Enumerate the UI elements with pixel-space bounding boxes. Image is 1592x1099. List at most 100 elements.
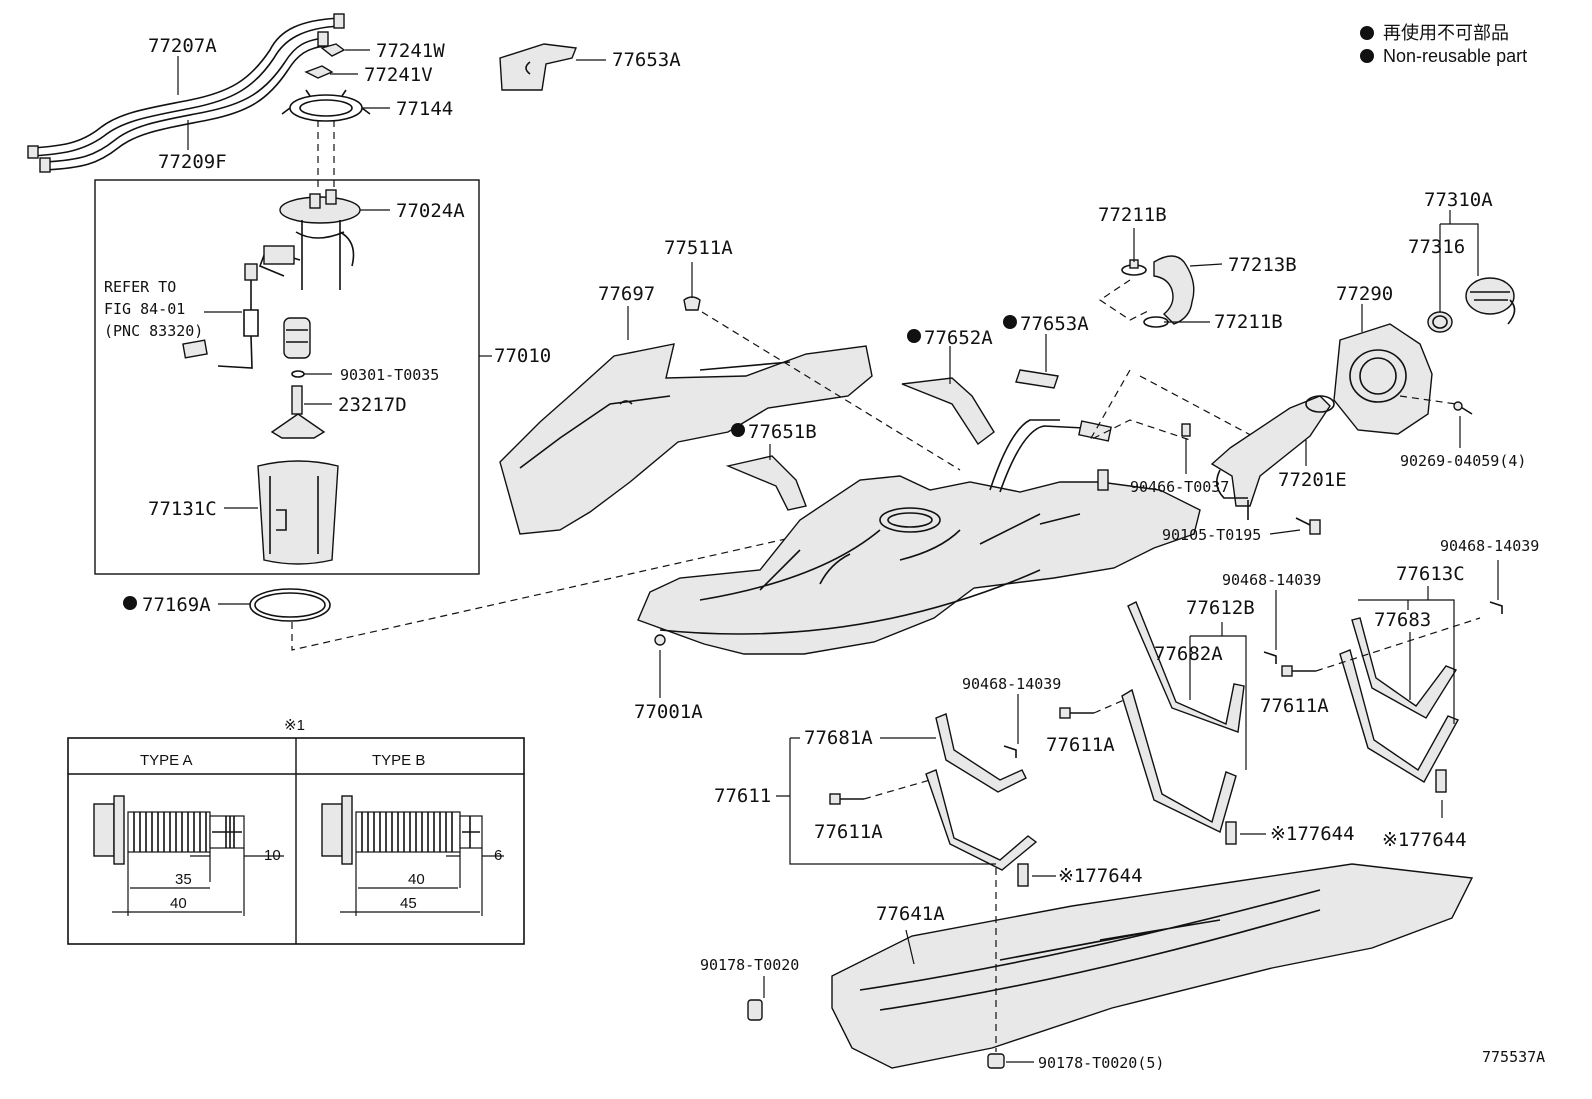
o-ring-90301-T0035[interactable] xyxy=(291,370,305,378)
label-77651B: 77651B xyxy=(748,421,817,443)
type-b-title: TYPE B xyxy=(372,752,425,769)
strap-77681A[interactable] xyxy=(925,713,1038,871)
filter[interactable] xyxy=(283,317,311,359)
legend-jp: 再使用不可部品 xyxy=(1383,23,1509,43)
filler-line xyxy=(1088,369,1261,442)
label-77211B-upper: 77211B xyxy=(1098,204,1167,226)
label-90468-14039-a: 90468-14039 xyxy=(962,675,1061,693)
bolt-77611A-a[interactable] xyxy=(829,793,864,805)
fuel-pump-23217D[interactable] xyxy=(270,385,326,439)
skid-plate-77641A[interactable] xyxy=(831,863,1474,1069)
drawing-code: 775537A xyxy=(1482,1048,1545,1066)
label-refer-3: (PNC 83320) xyxy=(104,322,203,340)
label-77682A: 77682A xyxy=(1154,643,1223,665)
pump-module-77024A[interactable] xyxy=(258,189,361,290)
fuel-tube-77207A[interactable] xyxy=(27,13,345,159)
label-refer-1: REFER TO xyxy=(104,278,176,296)
label-90468-14039-c: 90468-14039 xyxy=(1440,537,1539,555)
type-b-dim-6: 6 xyxy=(494,847,502,864)
clip-77241W[interactable] xyxy=(320,43,346,57)
non-reusable-dot-icon xyxy=(1360,26,1374,40)
bolt-77644-c[interactable] xyxy=(1435,769,1447,793)
label-77024A: 77024A xyxy=(396,200,465,222)
label-90269-04059: 90269-04059(4) xyxy=(1400,452,1526,470)
label-77310A: 77310A xyxy=(1424,189,1493,211)
type-a-bolt xyxy=(93,795,284,916)
fuel-sender-ref[interactable] xyxy=(182,263,259,369)
legend-en: Non-reusable part xyxy=(1383,46,1527,66)
label-77611A-b: 77611A xyxy=(1046,734,1115,756)
label-77211B-lower: 77211B xyxy=(1214,311,1283,333)
gasket-77316[interactable] xyxy=(1427,311,1453,333)
bolt-77611A-b[interactable] xyxy=(1059,707,1094,719)
label-77611A-c: 77611A xyxy=(1260,695,1329,717)
pump-bracket-77653A[interactable] xyxy=(499,43,577,91)
heat-protector-77697[interactable] xyxy=(499,343,873,535)
screw-90269-04059[interactable] xyxy=(1453,401,1473,415)
type-a-title: TYPE A xyxy=(140,752,193,769)
label-90301-T0035: 90301-T0035 xyxy=(340,366,439,384)
protector-77651B[interactable] xyxy=(725,455,807,511)
pump-housing-77131C[interactable] xyxy=(257,460,339,565)
non-reusable-dot-icon xyxy=(907,329,921,343)
label-90178-T0020: 90178-T0020 xyxy=(700,956,799,974)
screw-line xyxy=(1399,395,1457,405)
cushion-77511A[interactable] xyxy=(683,296,701,311)
fuel-cap-77310A[interactable] xyxy=(1465,277,1516,325)
clip-77241V[interactable] xyxy=(304,65,334,79)
label-77207A: 77207A xyxy=(148,35,217,57)
type-a-dim-40: 40 xyxy=(170,895,187,912)
bolt-90468-14039-b[interactable] xyxy=(1263,651,1277,664)
label-77611A-a: 77611A xyxy=(814,821,883,843)
fuel-tank-77001A[interactable] xyxy=(637,419,1201,655)
type-a-dim-35: 35 xyxy=(175,871,192,888)
label-90105-T0195: 90105-T0195 xyxy=(1162,526,1261,544)
cushion-line xyxy=(701,311,961,471)
bolt-90468-14039-a[interactable] xyxy=(1003,745,1017,758)
label-77169A: 77169A xyxy=(142,594,211,616)
type-b-dim-45: 45 xyxy=(400,895,417,912)
label-77201E: 77201E xyxy=(1278,469,1347,491)
gasket-77169A[interactable] xyxy=(249,588,331,622)
strap-77613C[interactable] xyxy=(1339,617,1459,783)
bolt-90468-14039-c[interactable] xyxy=(1489,601,1503,614)
label-90178-T0020-5: 90178-T0020(5) xyxy=(1038,1054,1164,1072)
filler-pipe-77201E[interactable] xyxy=(1210,395,1335,520)
type-b-dim-40: 40 xyxy=(408,871,425,888)
label-77653A-mid: 77653A xyxy=(1020,313,1089,335)
leader-lines xyxy=(177,49,1499,1063)
bolt-lines xyxy=(863,617,1481,800)
label-77131C: 77131C xyxy=(148,498,217,520)
label-90468-14039-b: 90468-14039 xyxy=(1222,571,1321,589)
label-77644-c: ※177644 xyxy=(1382,829,1467,851)
label-77697: 77697 xyxy=(598,283,655,305)
legend: 再使用不可部品 Non-reusable part xyxy=(1360,23,1527,66)
bolt-90105-T0195[interactable] xyxy=(1295,517,1321,535)
label-77001A: 77001A xyxy=(634,701,703,723)
label-77653A-top: 77653A xyxy=(612,49,681,71)
filler-hose-77213B[interactable] xyxy=(1153,255,1195,325)
bolt-77644-b[interactable] xyxy=(1225,821,1237,845)
clamp-line xyxy=(1098,279,1151,321)
pad-77653A[interactable] xyxy=(1015,369,1059,389)
label-77652A: 77652A xyxy=(924,327,993,349)
protector-77652A[interactable] xyxy=(901,377,995,446)
label-77241W: 77241W xyxy=(376,40,445,62)
filler-housing-77290[interactable] xyxy=(1333,323,1433,435)
label-77683: 77683 xyxy=(1374,609,1431,631)
nut-90178-T0020[interactable] xyxy=(747,999,763,1021)
clip-90466-T0037[interactable] xyxy=(1181,423,1191,437)
label-77613C: 77613C xyxy=(1396,563,1465,585)
label-77511A: 77511A xyxy=(664,237,733,259)
type-a-dim-10: 10 xyxy=(264,847,281,864)
strap-77612B[interactable] xyxy=(1121,601,1245,833)
bolt-77611A-c[interactable] xyxy=(1281,665,1316,677)
non-reusable-dot-icon xyxy=(1003,315,1017,329)
retainer-ring-77144[interactable] xyxy=(281,89,371,122)
nut-90178-T0020-5[interactable] xyxy=(987,1053,1005,1069)
hose-clamp-77211B-upper[interactable] xyxy=(1121,259,1147,276)
fuel-tube-77209F[interactable] xyxy=(39,31,329,173)
bolt-77644-a[interactable] xyxy=(1017,863,1029,887)
label-77209F: 77209F xyxy=(158,151,227,173)
